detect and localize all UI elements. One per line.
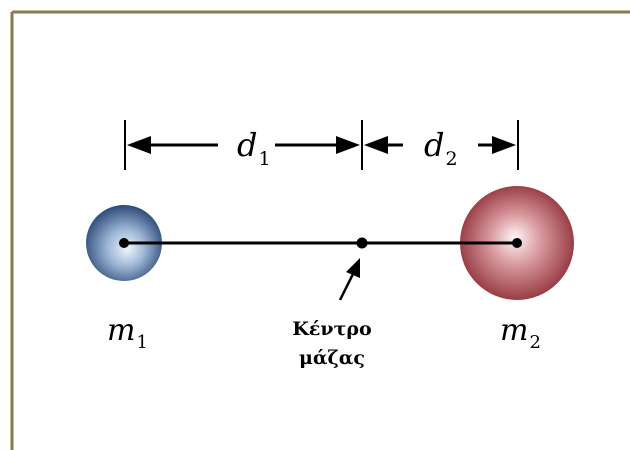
d1-label: d1	[237, 126, 271, 170]
center-of-mass-pointer-shaft	[338, 271, 356, 301]
center-of-mass-pointer-head	[346, 258, 360, 278]
center-of-mass-point	[356, 237, 368, 249]
d1-arrow-right-head	[336, 136, 360, 154]
mass-1-center-point	[119, 238, 129, 248]
d1-arrow-left-head	[127, 136, 151, 154]
m2-label: m2	[500, 313, 541, 353]
mass-2-center-point	[512, 238, 522, 248]
d2-label: d2	[424, 126, 458, 170]
center-of-mass-label-line1: Κέντρο	[292, 318, 371, 340]
center-of-mass-label-line2: μάζας	[299, 347, 365, 369]
m1-label: m1	[107, 313, 148, 353]
d2-arrow-left-head	[364, 136, 388, 154]
d2-arrow-right-head	[492, 136, 516, 154]
